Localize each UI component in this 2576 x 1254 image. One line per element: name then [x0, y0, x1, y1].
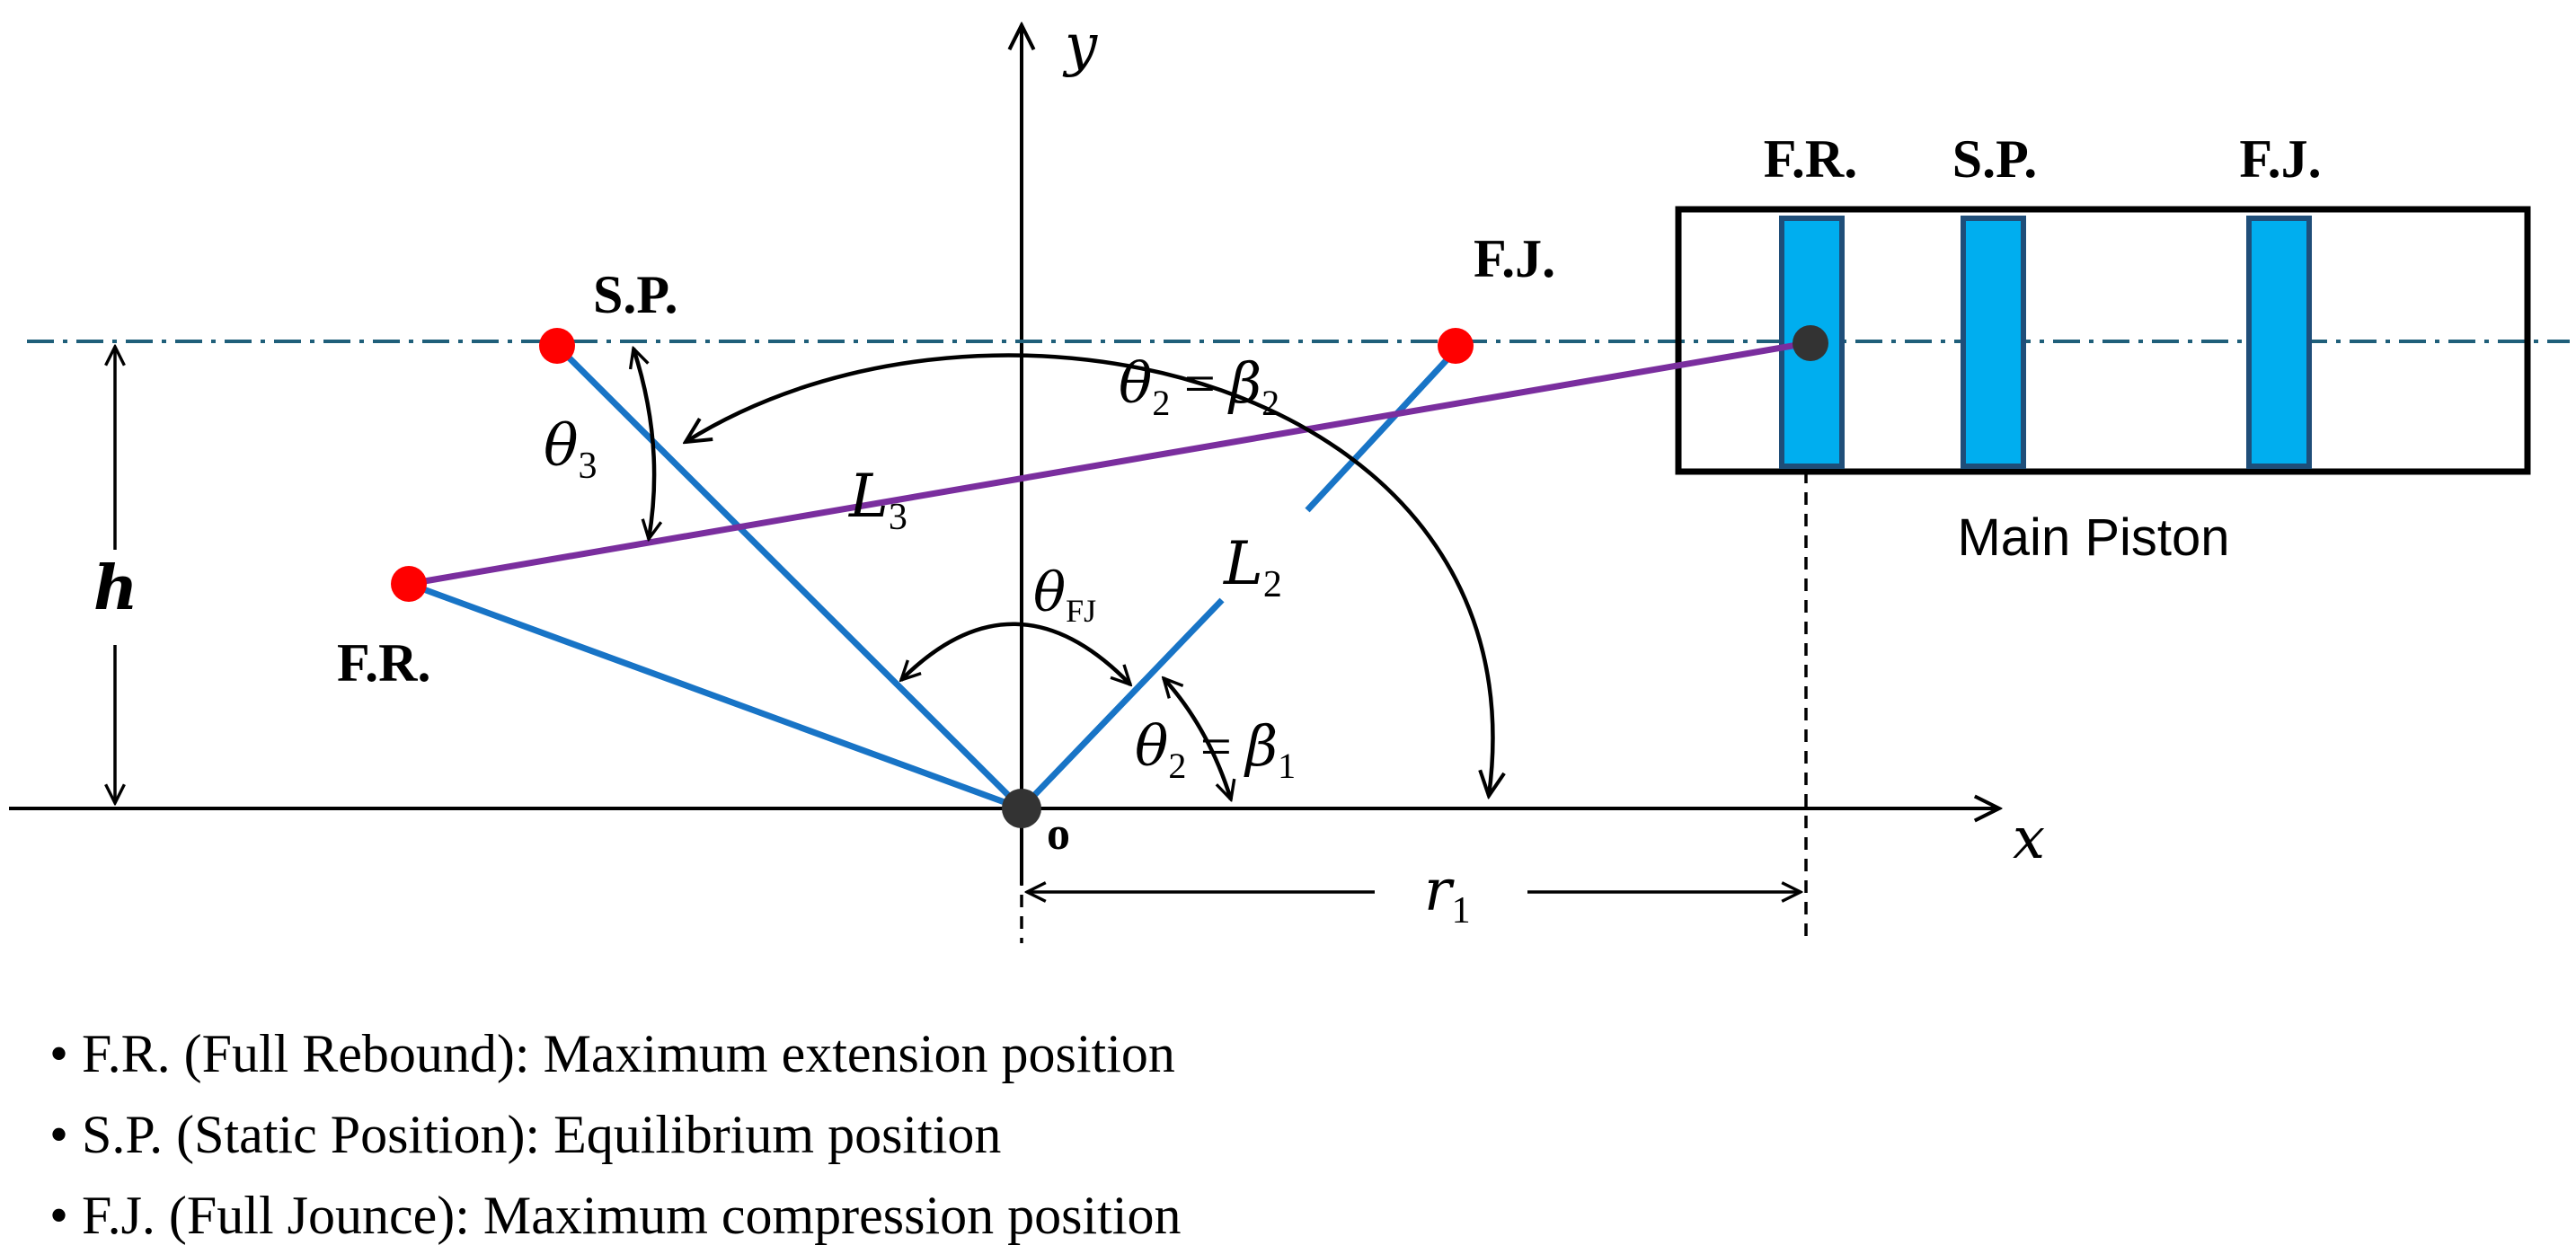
- link-fj-upper: [1305, 348, 1458, 513]
- piston-bar-sp: [1961, 216, 2026, 469]
- piston-bar-fr: [1779, 216, 1845, 469]
- point-fj: [1438, 328, 1474, 364]
- legend-item-sp: • S.P. (Static Position): Equilibrium po…: [49, 1105, 1001, 1164]
- point-sp: [539, 328, 575, 364]
- pivot-origin: [1002, 789, 1041, 828]
- link-sp: [554, 343, 1024, 811]
- h-label: h: [93, 552, 137, 624]
- point-fr: [391, 566, 427, 602]
- point-label-fr: F.R.: [337, 633, 430, 693]
- origin-label: o: [1047, 808, 1070, 860]
- point-label-sp: S.P.: [593, 265, 678, 324]
- l2-label: L2: [1223, 529, 1282, 605]
- theta2-beta1-label: θ2 = β1: [1135, 713, 1296, 786]
- legend-item-fr: • F.R. (Full Rebound): Maximum extension…: [49, 1024, 1175, 1083]
- theta-fj-label: θFJ: [1033, 561, 1096, 629]
- piston-bar-fj: [2246, 216, 2312, 469]
- main-piston-label: Main Piston: [1957, 508, 2229, 567]
- theta2-beta2-label: θ2 = β2: [1119, 350, 1279, 423]
- theta2-beta2-arc: [686, 353, 1492, 796]
- y-axis-label: y: [1062, 13, 1098, 79]
- theta3-arc: [633, 349, 654, 539]
- r1-label: r1: [1424, 858, 1471, 932]
- pivot-piston: [1793, 325, 1828, 361]
- main-piston-box: [1675, 206, 2531, 475]
- theta3-label: θ3: [544, 413, 598, 487]
- piston-label-sp: S.P.: [1952, 129, 2038, 189]
- legend-item-fj: • F.J. (Full Jounce): Maximum compressio…: [49, 1186, 1182, 1245]
- piston-label-fr: F.R.: [1764, 129, 1857, 189]
- link-fr: [407, 580, 1023, 812]
- link-l3: [408, 340, 1809, 587]
- piston-label-fj: F.J.: [2239, 129, 2321, 189]
- x-axis-label: x: [2013, 806, 2045, 872]
- point-label-fj: F.J.: [1474, 229, 1555, 288]
- l3-label: L3: [848, 462, 907, 538]
- theta-fj-arc: [901, 622, 1130, 684]
